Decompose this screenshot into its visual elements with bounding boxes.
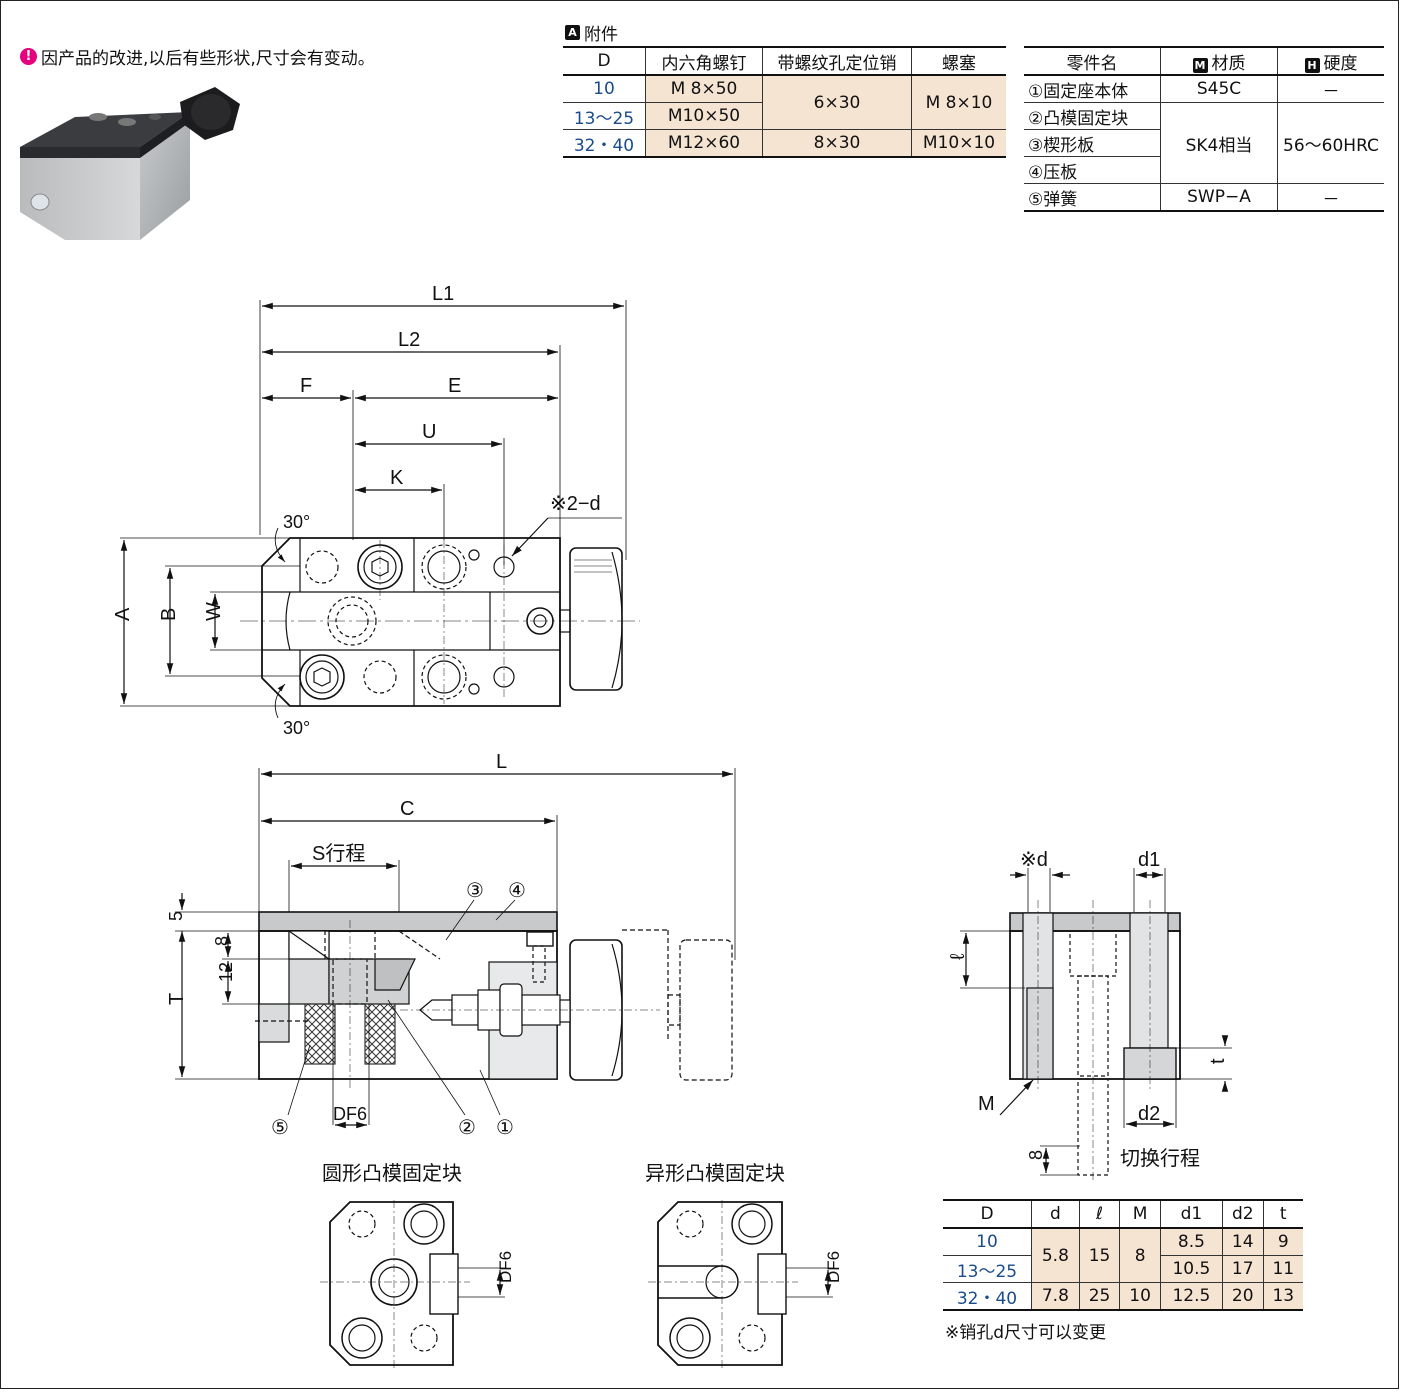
svg-text:30°: 30° bbox=[283, 512, 310, 532]
svg-text:E: E bbox=[448, 375, 461, 397]
svg-text:②: ② bbox=[458, 1117, 476, 1139]
shaped-variant bbox=[648, 1200, 833, 1368]
accessory-table: D 内六角螺钉 带螺纹孔定位销 螺塞 10 M 8×50 6×30 M 8×10… bbox=[563, 46, 1006, 158]
svg-text:①: ① bbox=[496, 1117, 514, 1139]
svg-text:A: A bbox=[112, 607, 134, 621]
svg-text:S行程: S行程 bbox=[312, 842, 365, 865]
tag-a: A bbox=[565, 25, 580, 40]
svg-text:30°: 30° bbox=[283, 718, 310, 738]
svg-text:W: W bbox=[203, 602, 225, 621]
svg-text:L: L bbox=[496, 751, 507, 773]
svg-text:F: F bbox=[300, 375, 312, 397]
svg-text:③: ③ bbox=[466, 880, 484, 902]
svg-text:※d: ※d bbox=[1020, 849, 1048, 871]
svg-text:DF6: DF6 bbox=[333, 1104, 367, 1124]
notice-text: 因产品的改进,以后有些形状,尺寸会有变动。 bbox=[41, 49, 375, 69]
accessory-title: A 附件 bbox=[565, 20, 618, 45]
dimension-table: D d ℓ M d1 d2 t 10 5.8 15 8 8.5 14 9 13～… bbox=[943, 1199, 1303, 1311]
svg-text:t: t bbox=[1207, 1058, 1229, 1064]
svg-text:切换行程: 切换行程 bbox=[1120, 1147, 1200, 1170]
change-notice: ! 因产品的改进,以后有些形状,尺寸会有变动。 bbox=[20, 44, 375, 69]
end-view-labels: ※d d1 ℓ t M d2 8 切换行程 bbox=[947, 849, 1229, 1170]
svg-text:T: T bbox=[166, 993, 188, 1005]
svg-text:圆形凸模固定块: 圆形凸模固定块 bbox=[322, 1162, 462, 1185]
svg-text:B: B bbox=[158, 608, 180, 621]
svg-text:※2−d: ※2−d bbox=[550, 493, 601, 515]
svg-text:d2: d2 bbox=[1138, 1103, 1160, 1125]
svg-text:5: 5 bbox=[166, 911, 186, 921]
svg-text:d1: d1 bbox=[1138, 849, 1160, 871]
svg-text:K: K bbox=[390, 467, 404, 489]
side-view-labels: L C S行程 5 T 8 12 DF6 ③ ④ ② ① ⑤ bbox=[166, 751, 526, 1139]
svg-text:12: 12 bbox=[216, 962, 236, 982]
footnote: ※销孔d尺寸可以变更 bbox=[945, 1323, 1107, 1343]
svg-text:异形凸模固定块: 异形凸模固定块 bbox=[645, 1162, 785, 1185]
svg-text:④: ④ bbox=[508, 880, 526, 902]
top-view bbox=[120, 300, 640, 719]
variant-labels: 圆形凸模固定块 异形凸模固定块 DF6 DF6 bbox=[322, 1162, 843, 1283]
svg-text:L2: L2 bbox=[398, 329, 420, 351]
svg-text:L1: L1 bbox=[432, 283, 454, 305]
svg-text:C: C bbox=[400, 798, 414, 820]
end-view bbox=[960, 868, 1232, 1180]
svg-text:8: 8 bbox=[212, 936, 232, 946]
svg-text:DF6: DF6 bbox=[496, 1251, 515, 1283]
side-view bbox=[175, 768, 736, 1129]
product-photo bbox=[20, 87, 240, 240]
svg-text:⑤: ⑤ bbox=[271, 1117, 289, 1139]
exclamation-icon: ! bbox=[20, 48, 37, 65]
round-variant bbox=[320, 1200, 505, 1368]
svg-text:DF6: DF6 bbox=[824, 1251, 843, 1283]
svg-text:M: M bbox=[978, 1093, 995, 1115]
svg-text:8: 8 bbox=[1026, 1150, 1046, 1160]
svg-text:U: U bbox=[422, 421, 436, 443]
svg-text:ℓ: ℓ bbox=[947, 953, 969, 960]
top-view-labels: L1 L2 F E U K ※2−d 30° 30° A B W bbox=[112, 283, 601, 738]
